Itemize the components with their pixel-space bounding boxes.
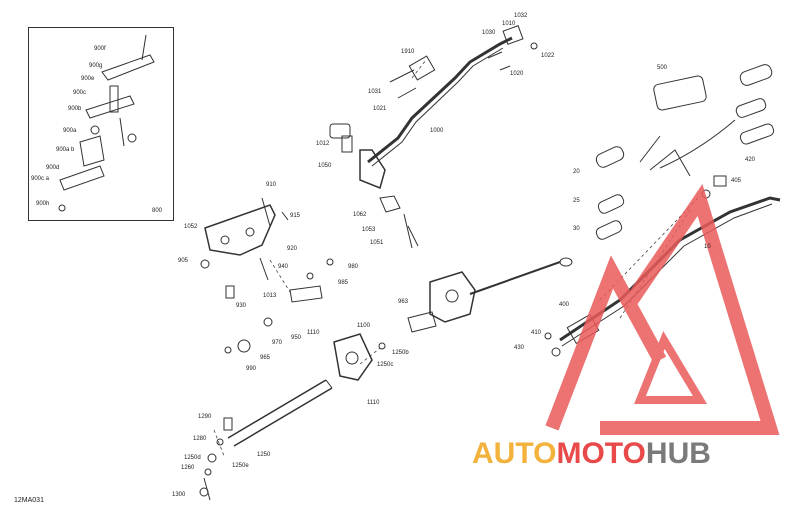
- grip-20: [595, 146, 625, 168]
- callout-405: 405: [731, 178, 742, 184]
- callout-980: 980: [348, 264, 359, 270]
- callout-900g: 900g: [89, 63, 103, 69]
- callout-1020: 1020: [510, 71, 524, 77]
- callout-900c: 900c: [73, 90, 87, 96]
- callout-910: 910: [266, 182, 277, 188]
- clamp-1012: [329, 123, 351, 139]
- callout-900a: 900a: [63, 128, 77, 134]
- watermark-wordmark: AUTOMOTOHUB: [472, 438, 711, 470]
- lower-shaft-1250: [227, 379, 333, 447]
- callout-500: 500: [657, 65, 668, 71]
- watermark-auto: AUTO: [472, 437, 557, 470]
- callout-1290: 1290: [198, 414, 212, 420]
- callout-1032: 1032: [514, 13, 528, 19]
- callout-1250b: 1250b: [392, 350, 409, 356]
- callout-965: 965: [260, 355, 271, 361]
- callout-25: 25: [573, 198, 580, 204]
- callout-940: 940: [278, 264, 289, 270]
- housing-963: [429, 271, 476, 323]
- callout-1010: 1010: [502, 21, 516, 27]
- callout-30: 30: [573, 226, 580, 232]
- watermark-moto: MOTO: [556, 437, 646, 470]
- callout-1031: 1031: [368, 89, 382, 95]
- callout-900h: 900h: [36, 201, 50, 207]
- callout-1110-a: 1110: [307, 330, 320, 336]
- callout-1100: 1100: [357, 323, 370, 329]
- callout-1250: 1250: [257, 452, 271, 458]
- callout-1022: 1022: [541, 53, 555, 59]
- callout-1012: 1012: [316, 141, 330, 147]
- callout-900e: 900e: [81, 76, 95, 82]
- watermark-logo: [545, 184, 780, 435]
- inset-frame: [28, 27, 174, 221]
- callout-900ca: 900c a: [31, 176, 50, 182]
- callout-400: 400: [559, 302, 570, 308]
- callout-430: 430: [514, 345, 525, 351]
- callout-1052: 1052: [184, 224, 198, 230]
- callout-1280: 1280: [193, 436, 207, 442]
- grip-30: [595, 220, 623, 240]
- callout-1050: 1050: [318, 163, 332, 169]
- callout-950: 950: [291, 335, 302, 341]
- callout-1013: 1013: [263, 293, 277, 299]
- inset-label: 800: [152, 208, 163, 214]
- steering-column-upper: [367, 36, 513, 164]
- callout-1250d: 1250d: [184, 455, 201, 461]
- housing-1100: [333, 333, 373, 381]
- switch-housing-500: [653, 75, 707, 111]
- clamp-top: [502, 25, 524, 45]
- callout-1300: 1300: [172, 492, 186, 498]
- callout-1051: 1051: [370, 240, 384, 246]
- callout-410: 410: [531, 330, 542, 336]
- callout-900d: 900d: [46, 165, 60, 171]
- callout-10: 10: [704, 244, 711, 250]
- callout-963: 963: [398, 299, 409, 305]
- callout-905: 905: [178, 258, 189, 264]
- callout-900ab: 900a b: [56, 147, 75, 153]
- grip-25: [597, 194, 625, 214]
- callout-1053: 1053: [362, 227, 376, 233]
- callout-915: 915: [290, 213, 301, 219]
- callout-900f: 900f: [94, 46, 106, 52]
- callout-985: 985: [338, 280, 349, 286]
- callout-1260: 1260: [181, 465, 195, 471]
- callout-1250e: 1250e: [232, 463, 249, 469]
- callout-1110-b: 1110: [367, 400, 380, 406]
- callout-1030: 1030: [482, 30, 496, 36]
- callout-1062: 1062: [353, 212, 367, 218]
- callout-1250c: 1250c: [377, 362, 394, 368]
- bracket-1052: [204, 204, 276, 256]
- watermark-hub: HUB: [645, 437, 711, 470]
- callout-420: 420: [745, 157, 756, 163]
- callout-990: 990: [246, 366, 257, 372]
- callout-920: 920: [287, 246, 298, 252]
- callout-1910: 1910: [401, 49, 415, 55]
- document-reference: 12MA031: [14, 497, 44, 504]
- callout-1000: 1000: [430, 128, 444, 134]
- callout-970: 970: [272, 340, 283, 346]
- callout-1021: 1021: [373, 106, 387, 112]
- callout-900b: 900b: [68, 106, 82, 112]
- callout-930: 930: [236, 303, 247, 309]
- tie-rod: [469, 261, 561, 295]
- callout-20: 20: [573, 169, 580, 175]
